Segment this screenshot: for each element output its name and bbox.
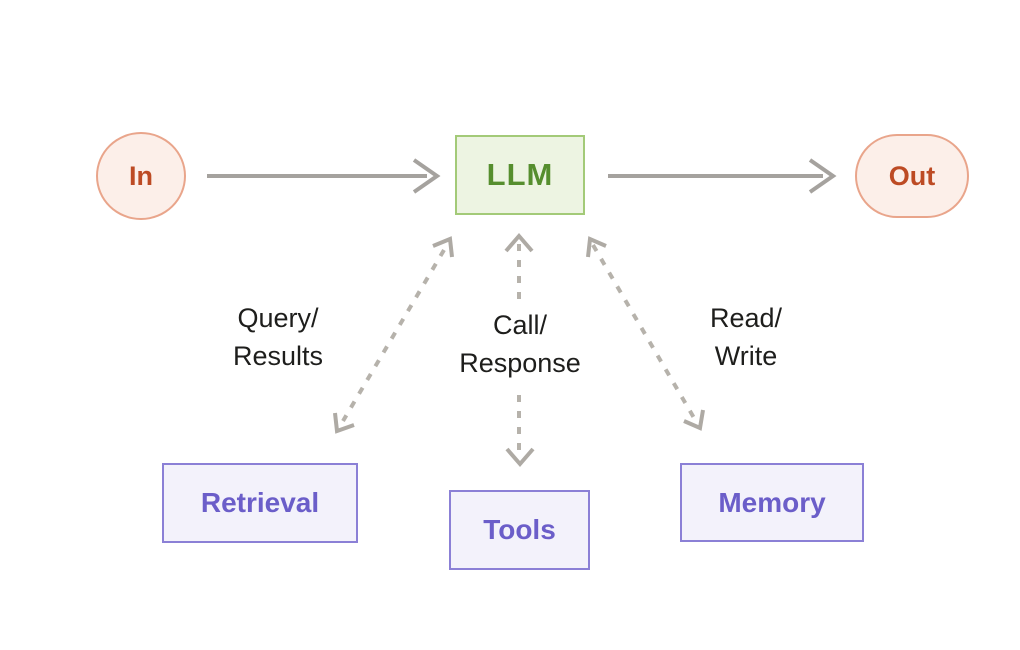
call-response-label: Call/ Response — [420, 306, 620, 382]
out-node-label: Out — [888, 160, 936, 191]
query-results-line1: Query/ — [237, 303, 319, 333]
memory-node-label: Memory — [718, 486, 826, 518]
retrieval-node: Retrieval — [162, 463, 358, 543]
in-node: In — [96, 132, 186, 220]
query-results-line2: Results — [232, 341, 324, 371]
llm-node: LLM — [455, 135, 585, 215]
tools-node-label: Tools — [483, 514, 556, 545]
out-node: Out — [855, 134, 969, 218]
arrow-in-to-llm — [207, 158, 441, 194]
arrow-llm-retrieval — [333, 236, 454, 434]
query-results-label: Query/ Results — [178, 299, 378, 375]
arrow-llm-memory — [586, 236, 705, 431]
llm-node-label: LLM — [486, 157, 554, 192]
retrieval-node-label: Retrieval — [200, 487, 320, 518]
in-node-label: In — [129, 160, 153, 191]
read-write-line1: Read/ — [709, 303, 783, 333]
memory-node: Memory — [680, 463, 864, 542]
read-write-line2: Write — [714, 341, 778, 371]
call-response-line2: Response — [459, 348, 581, 378]
read-write-label: Read/ Write — [646, 299, 846, 375]
tools-node: Tools — [449, 490, 590, 570]
arrow-llm-tools — [504, 232, 535, 468]
arrow-llm-to-out — [608, 158, 837, 194]
call-response-line1: Call/ — [492, 310, 547, 340]
